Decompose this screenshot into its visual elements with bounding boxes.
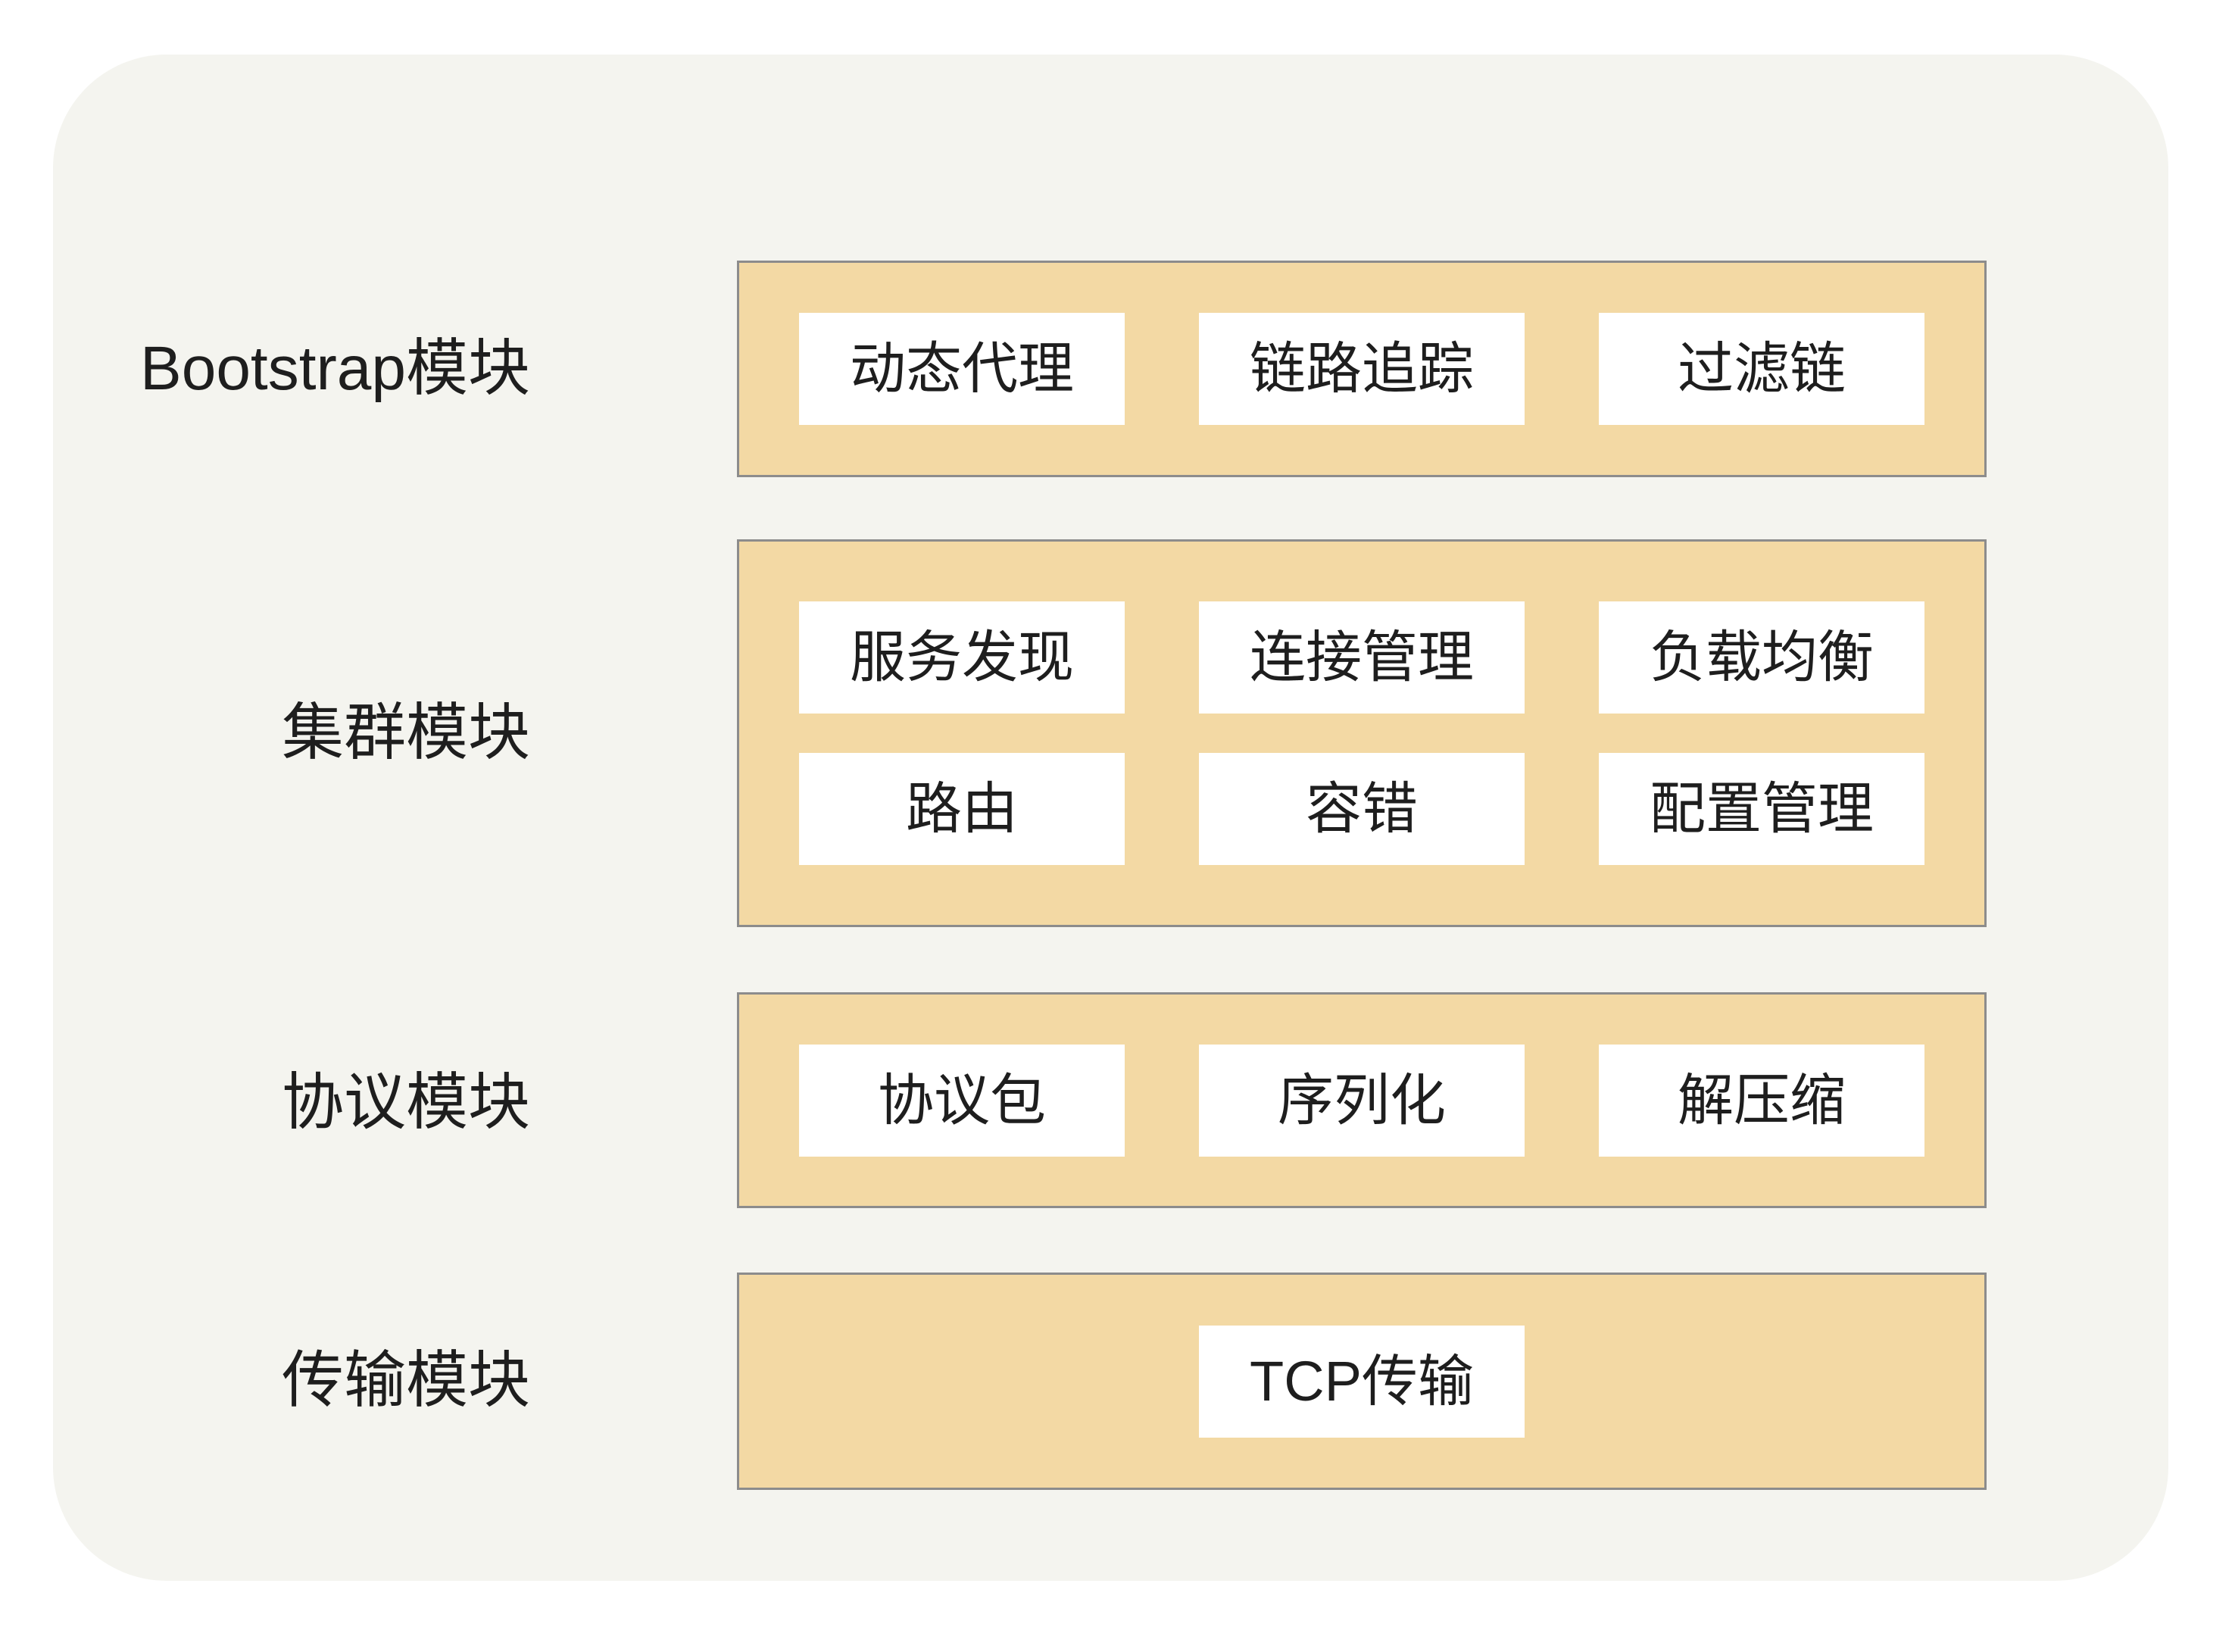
diagram-container: Bootstrap模块 动态代理 链路追踪 过滤链 集群模块 服务发现 连接管理…	[53, 55, 2168, 1581]
layer-label-protocol: 协议模块	[281, 1068, 530, 1137]
module-box-serialization: 序列化	[1199, 1044, 1525, 1157]
module-box-config-management: 配置管理	[1599, 753, 1924, 865]
module-box-link-tracing: 链路追踪	[1199, 313, 1525, 425]
module-box-load-balancing: 负载均衡	[1599, 601, 1924, 714]
module-box-protocol-package: 协议包	[799, 1044, 1125, 1157]
layer-label-bootstrap: Bootstrap模块	[140, 334, 530, 403]
module-box-filter-chain: 过滤链	[1599, 313, 1924, 425]
layer-band-cluster: 服务发现 连接管理 负载均衡 路由 容错 配置管理	[737, 539, 1987, 927]
layer-band-transport: TCP传输	[737, 1273, 1987, 1490]
module-box-routing: 路由	[799, 753, 1125, 865]
module-box-connection-management: 连接管理	[1199, 601, 1525, 714]
module-box-dynamic-proxy: 动态代理	[799, 313, 1125, 425]
module-box-decompression: 解压缩	[1599, 1044, 1924, 1157]
layer-label-cluster: 集群模块	[281, 698, 530, 767]
module-box-fault-tolerance: 容错	[1199, 753, 1525, 865]
module-box-service-discovery: 服务发现	[799, 601, 1125, 714]
layer-label-transport: 传输模块	[281, 1346, 530, 1415]
layer-band-bootstrap: 动态代理 链路追踪 过滤链	[737, 261, 1987, 477]
module-box-tcp-transport: TCP传输	[1199, 1325, 1525, 1438]
layer-band-protocol: 协议包 序列化 解压缩	[737, 992, 1987, 1208]
